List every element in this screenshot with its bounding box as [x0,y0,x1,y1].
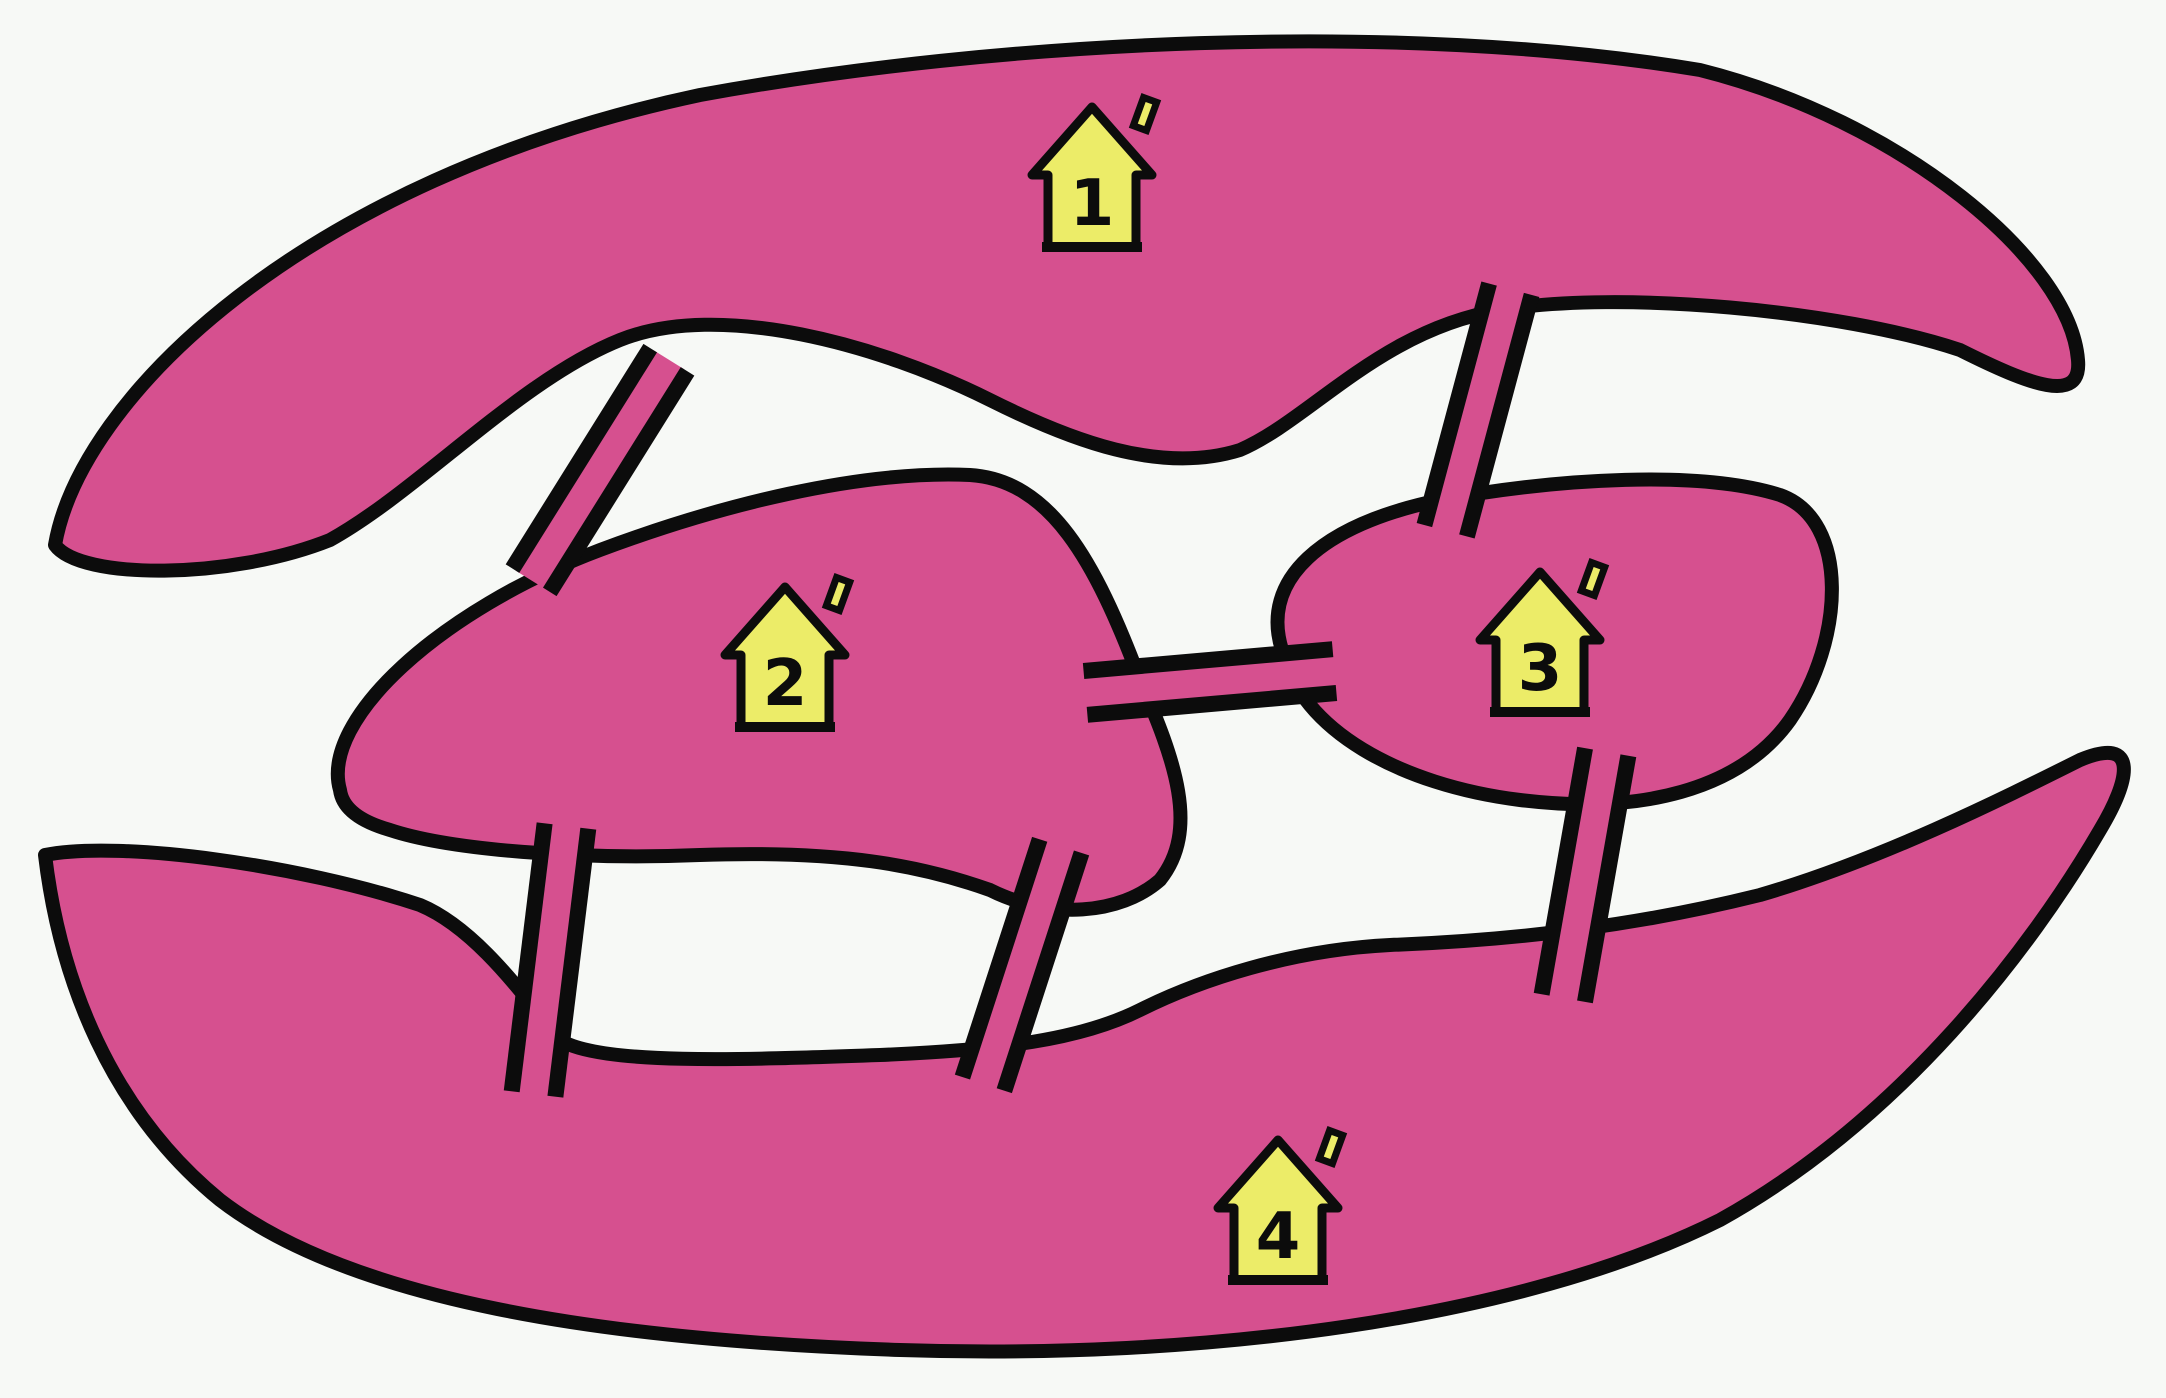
house-label-1: 1 [1070,167,1115,241]
house-label-4: 4 [1256,1200,1301,1274]
house-label-3: 3 [1518,632,1563,706]
house-label-2: 2 [763,647,808,721]
